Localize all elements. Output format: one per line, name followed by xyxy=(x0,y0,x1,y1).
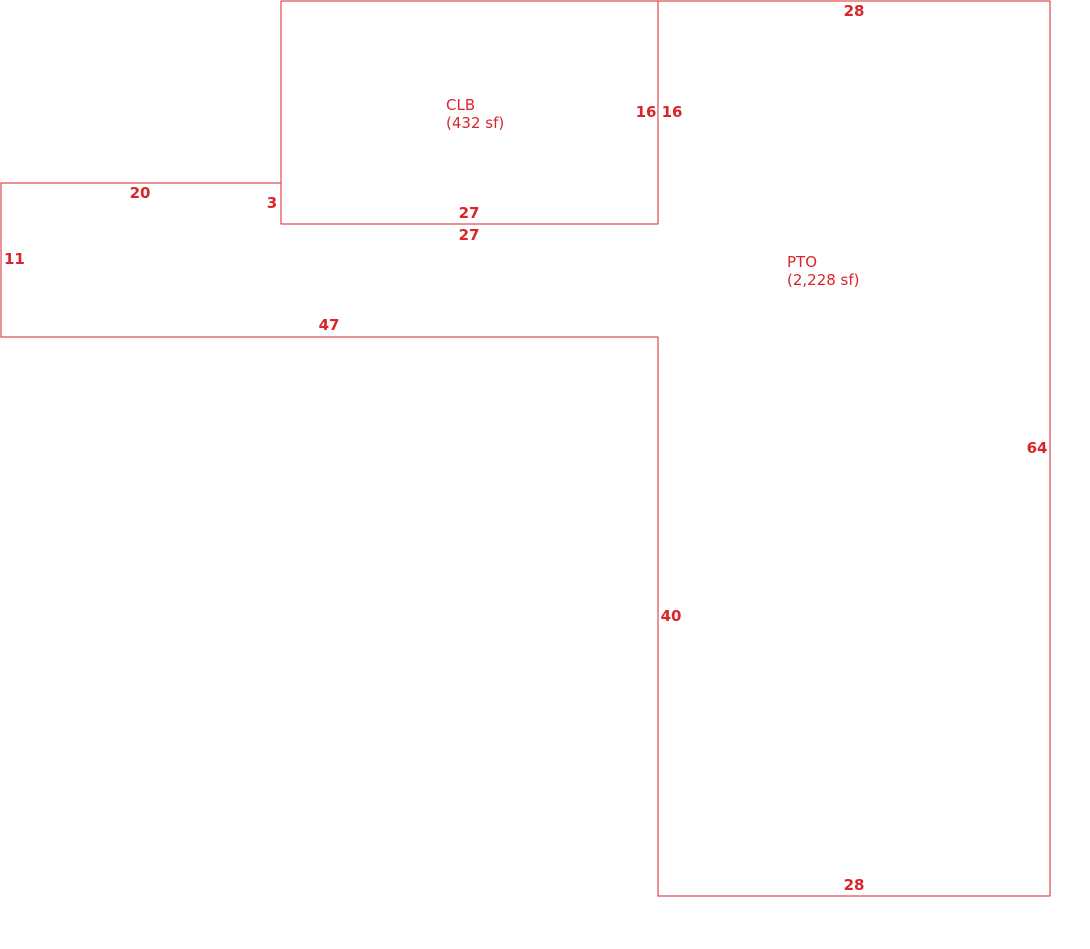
dim-clb-bottom-outer: 27 xyxy=(459,226,480,244)
dim-inner-vertical: 40 xyxy=(661,607,682,625)
dim-clb-right-inner: 16 xyxy=(636,103,657,121)
dim-clb-bottom-inner: 27 xyxy=(459,204,480,222)
clb-area-name: CLB xyxy=(446,96,475,114)
pto-outline xyxy=(0,0,1051,897)
dim-clb-left-step: 3 xyxy=(267,194,277,212)
clb-outline xyxy=(280,0,659,225)
dim-pto-right: 64 xyxy=(1027,439,1048,457)
dim-pto-top: 28 xyxy=(844,2,865,20)
dim-clb-right-outer: 16 xyxy=(662,103,683,121)
dim-upper-left-horizontal: 20 xyxy=(130,184,151,202)
dim-pto-bottom: 28 xyxy=(844,876,865,894)
pto-area-name: PTO xyxy=(787,253,817,271)
pto-area-size: (2,228 sf) xyxy=(787,271,860,289)
dim-lower-horizontal: 47 xyxy=(319,316,340,334)
dim-left-vertical: 11 xyxy=(4,250,25,268)
clb-area-size: (432 sf) xyxy=(446,114,504,132)
